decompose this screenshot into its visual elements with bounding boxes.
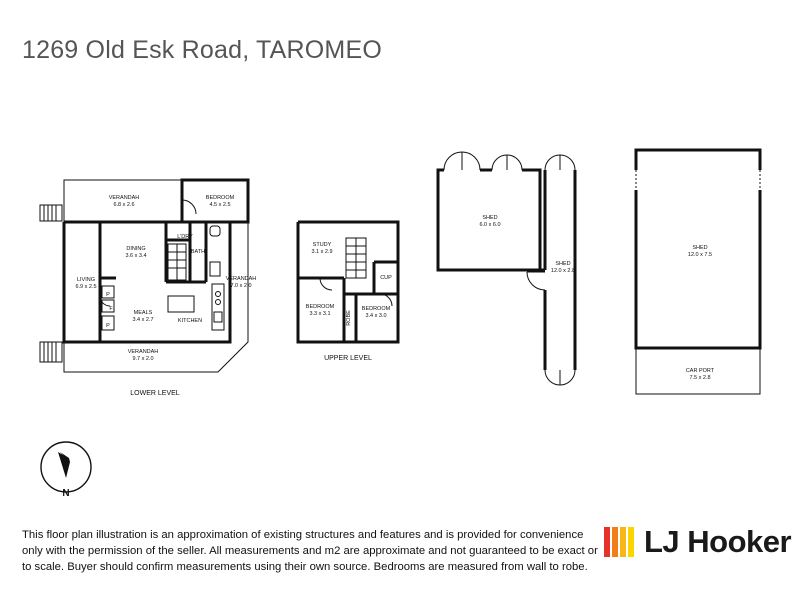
logo-bar-yellow bbox=[628, 527, 634, 557]
laundry-label: L'DRY bbox=[177, 234, 193, 240]
upper-walls bbox=[296, 220, 400, 344]
bedroom-name: BEDROOM bbox=[206, 195, 235, 201]
disclaimer-line: This floor plan illustration is an appro… bbox=[22, 529, 584, 541]
stairs-bottom-left bbox=[39, 341, 63, 363]
pantry-2 bbox=[101, 315, 115, 331]
dining-name: DINING bbox=[126, 246, 145, 252]
shed-small-dims: 6.0 x 6.0 bbox=[479, 222, 500, 228]
stairs-top-left bbox=[39, 204, 63, 222]
verandah-top-outline bbox=[63, 179, 183, 223]
kitchen-bench bbox=[211, 283, 225, 331]
pantry-label-1: P bbox=[106, 292, 110, 298]
bedroom-dims: 4.5 x 2.5 bbox=[209, 202, 230, 208]
meals-dims: 3.4 x 2.7 bbox=[132, 317, 153, 323]
study-name: STUDY bbox=[313, 242, 332, 248]
logo-bar-amber bbox=[620, 527, 626, 557]
disclaimer-text: This floor plan illustration is an appro… bbox=[22, 527, 612, 575]
kitchen-island bbox=[167, 295, 195, 313]
shed-large-dims: 12.0 x 7.5 bbox=[688, 252, 712, 258]
meals-name: MEALS bbox=[134, 310, 153, 316]
bath-label: BATH bbox=[191, 249, 205, 255]
logo-bar-orange bbox=[612, 527, 618, 557]
kitchen-label: KITCHEN bbox=[178, 318, 202, 324]
fridge bbox=[101, 299, 115, 313]
living-name: LIVING bbox=[77, 277, 95, 283]
bath-fixture bbox=[209, 261, 221, 277]
upper-bedroom-2-dims: 3.4 x 3.0 bbox=[365, 313, 386, 319]
upper-bedroom-1-name: BEDROOM bbox=[306, 304, 335, 310]
toilet-bedroom bbox=[209, 225, 221, 237]
verandah-right-dims: 7.0 x 2.0 bbox=[230, 283, 251, 289]
living-dims: 6.9 x 2.5 bbox=[75, 284, 96, 290]
cupboard-label: CUP bbox=[380, 275, 392, 281]
bedroom-walls bbox=[180, 178, 250, 224]
car-port-name: CAR PORT bbox=[686, 368, 715, 374]
compass-north-label: N bbox=[62, 488, 69, 499]
lower-level-caption: LOWER LEVEL bbox=[130, 390, 180, 397]
car-port-dims: 7.5 x 2.8 bbox=[689, 375, 710, 381]
verandah-bottom-dims: 9.7 x 2.0 bbox=[132, 356, 153, 362]
verandah-top-dims: 6.8 x 2.6 bbox=[113, 202, 134, 208]
shed-small: SHED 6.0 x 6.0 bbox=[436, 151, 542, 272]
pantry-label-2: P bbox=[106, 323, 110, 329]
verandah-top-name: VERANDAH bbox=[109, 195, 140, 201]
shed-long-name: SHED bbox=[555, 261, 570, 267]
internal-stairs bbox=[167, 243, 187, 281]
logo-text: LJ Hooker bbox=[644, 524, 792, 559]
lj-hooker-logo: LJ Hooker bbox=[604, 524, 794, 559]
compass-icon: N bbox=[40, 441, 92, 499]
car-port: CAR PORT 7.5 x 2.8 bbox=[635, 348, 761, 395]
shed-small-name: SHED bbox=[482, 215, 497, 221]
house-walls bbox=[62, 222, 232, 344]
pantry-1 bbox=[101, 285, 115, 299]
disclaimer-line: only with the permission of the seller. … bbox=[22, 545, 598, 557]
shed-long-dims: 12.0 x 2.8 bbox=[551, 268, 575, 274]
verandah-bottom-name: VERANDAH bbox=[128, 349, 159, 355]
shed-large-name: SHED bbox=[692, 245, 707, 251]
shed-large: SHED 12.0 x 7.5 bbox=[634, 148, 762, 350]
verandah-right-name: VERANDAH bbox=[226, 276, 257, 282]
upper-level-caption: UPPER LEVEL bbox=[324, 355, 372, 362]
robe-label: ROBE bbox=[346, 310, 352, 326]
lower-level-plan: VERANDAH 6.8 x 2.6 BEDROOM 4.5 x 2.5 DIN… bbox=[39, 178, 257, 397]
shed-long: SHED 12.0 x 2.8 bbox=[526, 154, 577, 386]
study-dims: 3.1 x 2.9 bbox=[311, 249, 332, 255]
page-title: 1269 Old Esk Road, TAROMEO bbox=[22, 36, 382, 64]
disclaimer-line: to scale. Buyer should confirm measureme… bbox=[22, 561, 588, 573]
dining-dims: 3.6 x 3.4 bbox=[125, 253, 146, 259]
upper-level-plan: STUDY 3.1 x 2.9 BEDROOM 3.3 x 3.1 BEDROO… bbox=[296, 220, 400, 362]
upper-bedroom-2-name: BEDROOM bbox=[362, 306, 391, 312]
logo-bar-red bbox=[604, 527, 610, 557]
upper-stairs bbox=[345, 237, 367, 279]
upper-bedroom-1-dims: 3.3 x 3.1 bbox=[309, 311, 330, 317]
fridge-label: F bbox=[109, 306, 113, 312]
